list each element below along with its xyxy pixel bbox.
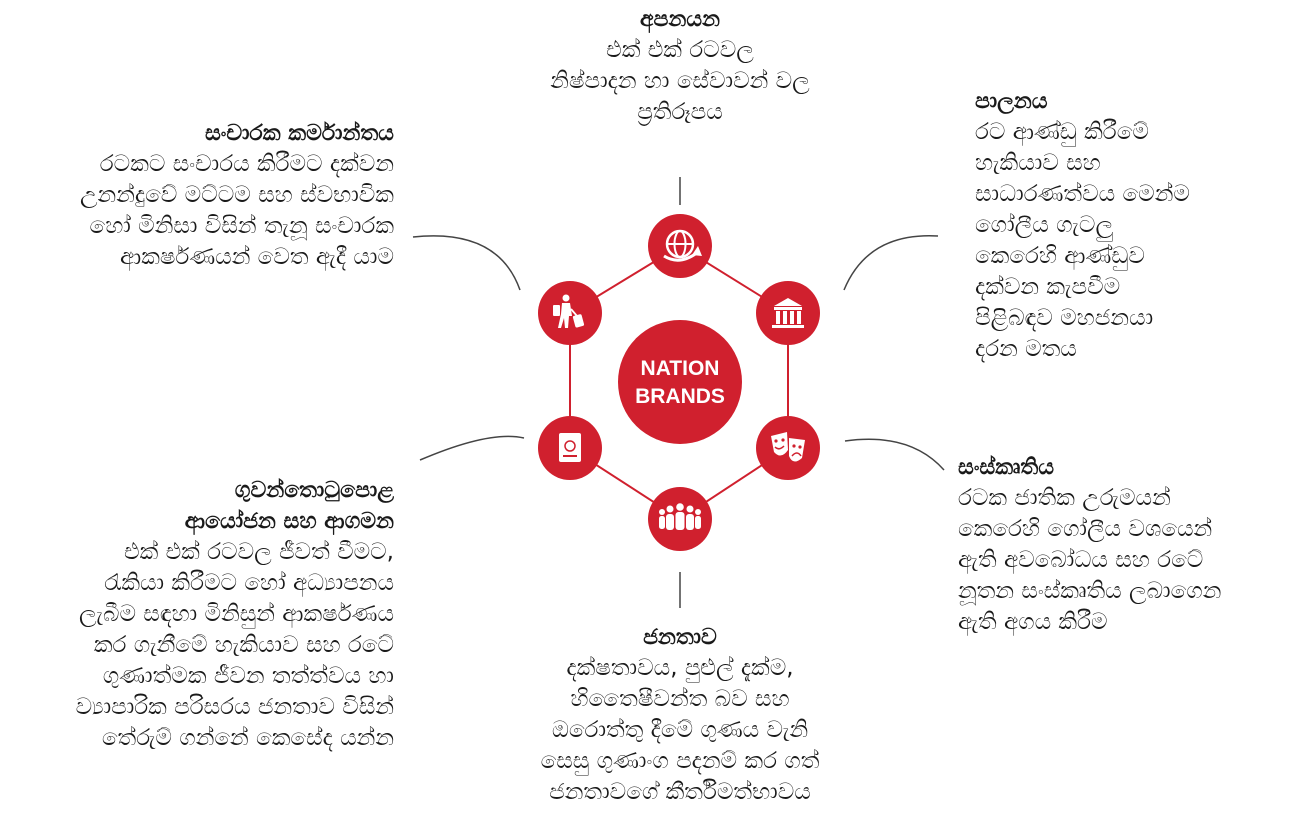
governance-title: පාලනය: [975, 89, 1048, 114]
people-line: ජනතාවගේ කීර්තිමත්භාවය: [549, 779, 811, 805]
culture-title: සංස්කෘතිය: [958, 455, 1055, 480]
globe-export-icon: [663, 229, 702, 262]
governance-line: රට ආණ්ඩු කිරීමේ: [975, 119, 1149, 145]
tourism-line: උනන්දුවේ මට්ටම සහ ස්වභාවික: [80, 182, 394, 208]
people-line: ඔරොත්තු දීමේ ගුණය වැනි: [551, 717, 809, 743]
connector-governance: [843, 235, 939, 291]
traveler-luggage-icon: [553, 294, 585, 328]
exports-line: ප්‍රතිරූපය: [637, 99, 723, 125]
culture-line: ඇති අගය කිරීම: [958, 609, 1108, 635]
investment-title-line2: ආයෝජන සහ ආගමන: [184, 509, 394, 534]
investment-line: රැකියා කිරීමට හෝ අධ්‍යාපනය: [104, 570, 394, 596]
theatre-masks-icon: [771, 432, 805, 462]
investment-line: ගුණාත්මක ජීවන තත්ත්වය හා: [102, 663, 394, 689]
node-tourism: [538, 281, 602, 345]
connector-culture: [844, 438, 945, 471]
governance-line: කෙරෙහි ආණ්ඩුව: [975, 243, 1145, 269]
investment-line: තේරුම් ගන්නේ කෙසේද යන්න: [101, 725, 394, 751]
investment-line: ලැබීම සඳහා මිනිසුන් ආකර්ෂණය: [79, 601, 394, 627]
exports-title: අපනයන: [640, 7, 720, 32]
node-people: [648, 487, 712, 551]
node-governance: [756, 281, 820, 345]
connector-tourism: [412, 235, 521, 291]
tourism-block: සංචාරක කර්මාන්තය රටකට සංචාරය කිරීමට දක්ව…: [4, 118, 394, 273]
governance-line: දරන මතය: [975, 336, 1077, 362]
culture-line: ඇති අවබෝධය සහ රටේ: [958, 547, 1204, 573]
center-label-line1: NATION: [641, 357, 720, 380]
culture-line: නූතන සංස්කෘතිය ලබාගෙන: [958, 578, 1222, 604]
governance-line: දක්වන කැපවීම: [975, 274, 1121, 300]
governance-line: හැකියාව සහ: [975, 150, 1101, 176]
passport-icon: [559, 433, 581, 462]
node-culture: [756, 416, 820, 480]
tourism-line: හෝ මිනිසා විසින් තැනූ සංචාරක: [89, 213, 394, 239]
investment-line: කර ගැනීමේ හැකියාව සහ රටේ: [93, 632, 394, 658]
node-exports: [648, 214, 712, 278]
investment-line: එක් එක් රටවල ජීවත් වීමට,: [124, 539, 394, 565]
people-block: ජනතාව දක්ෂතාවය, පුළුල් දැක්ම, හිතෛෂීවන්ත…: [500, 622, 860, 808]
governance-line: පිළිබඳව මහජනයා: [975, 305, 1154, 331]
governance-block: පාලනය රට ආණ්ඩු කිරීමේ හැකියාව සහ සාධාරණත…: [975, 86, 1295, 365]
investment-block: ගුවන්තොටුපොළ ආයෝජන සහ ආගමන එක් එක් රටවල …: [2, 475, 394, 754]
tourism-line: ආකර්ෂණයන් වෙත ඇදී යාම: [119, 244, 394, 270]
connector-investment: [419, 435, 525, 461]
node-investment: [538, 416, 602, 480]
exports-block: අපනයන එක් එක් රටවල නිෂ්පාදන හා සේවාවන් ව…: [520, 4, 840, 128]
exports-line: නිෂ්පාදන හා සේවාවන් වල: [550, 68, 810, 94]
people-title: ජනතාව: [643, 625, 717, 650]
government-building-icon: [772, 298, 804, 328]
tourism-line: රටකට සංචාරය කිරීමට දක්වන: [99, 151, 394, 177]
people-line: දක්ෂතාවය, පුළුල් දැක්ම,: [566, 655, 794, 681]
exports-line: එක් එක් රටවල: [606, 37, 754, 63]
center-circle: [618, 320, 742, 444]
culture-line: රටක ජාතික උරුමයන්: [958, 485, 1171, 511]
culture-line: කෙරෙහි ගෝලීය වශයෙන්: [958, 516, 1213, 542]
governance-line: සාධාරණත්වය මෙන්ම: [975, 181, 1190, 207]
investment-title-line1: ගුවන්තොටුපොළ: [234, 478, 394, 503]
tourism-title: සංචාරක කර්මාන්තය: [204, 121, 394, 146]
people-line: සෙසු ගුණාංග පදනම් කර ගත්: [540, 748, 820, 774]
investment-line: ව්‍යාපාරික පරිසරය ජනතාව විසින්: [75, 694, 394, 720]
governance-line: ගෝලීය ගැටලු: [975, 212, 1114, 238]
people-line: හිතෛෂීවන්ත බව සහ: [570, 686, 790, 712]
culture-block: සංස්කෘතිය රටක ජාතික උරුමයන් කෙරෙහි ගෝලීය…: [958, 452, 1298, 638]
people-group-icon: [659, 503, 701, 530]
center-label-line2: BRANDS: [635, 385, 725, 408]
